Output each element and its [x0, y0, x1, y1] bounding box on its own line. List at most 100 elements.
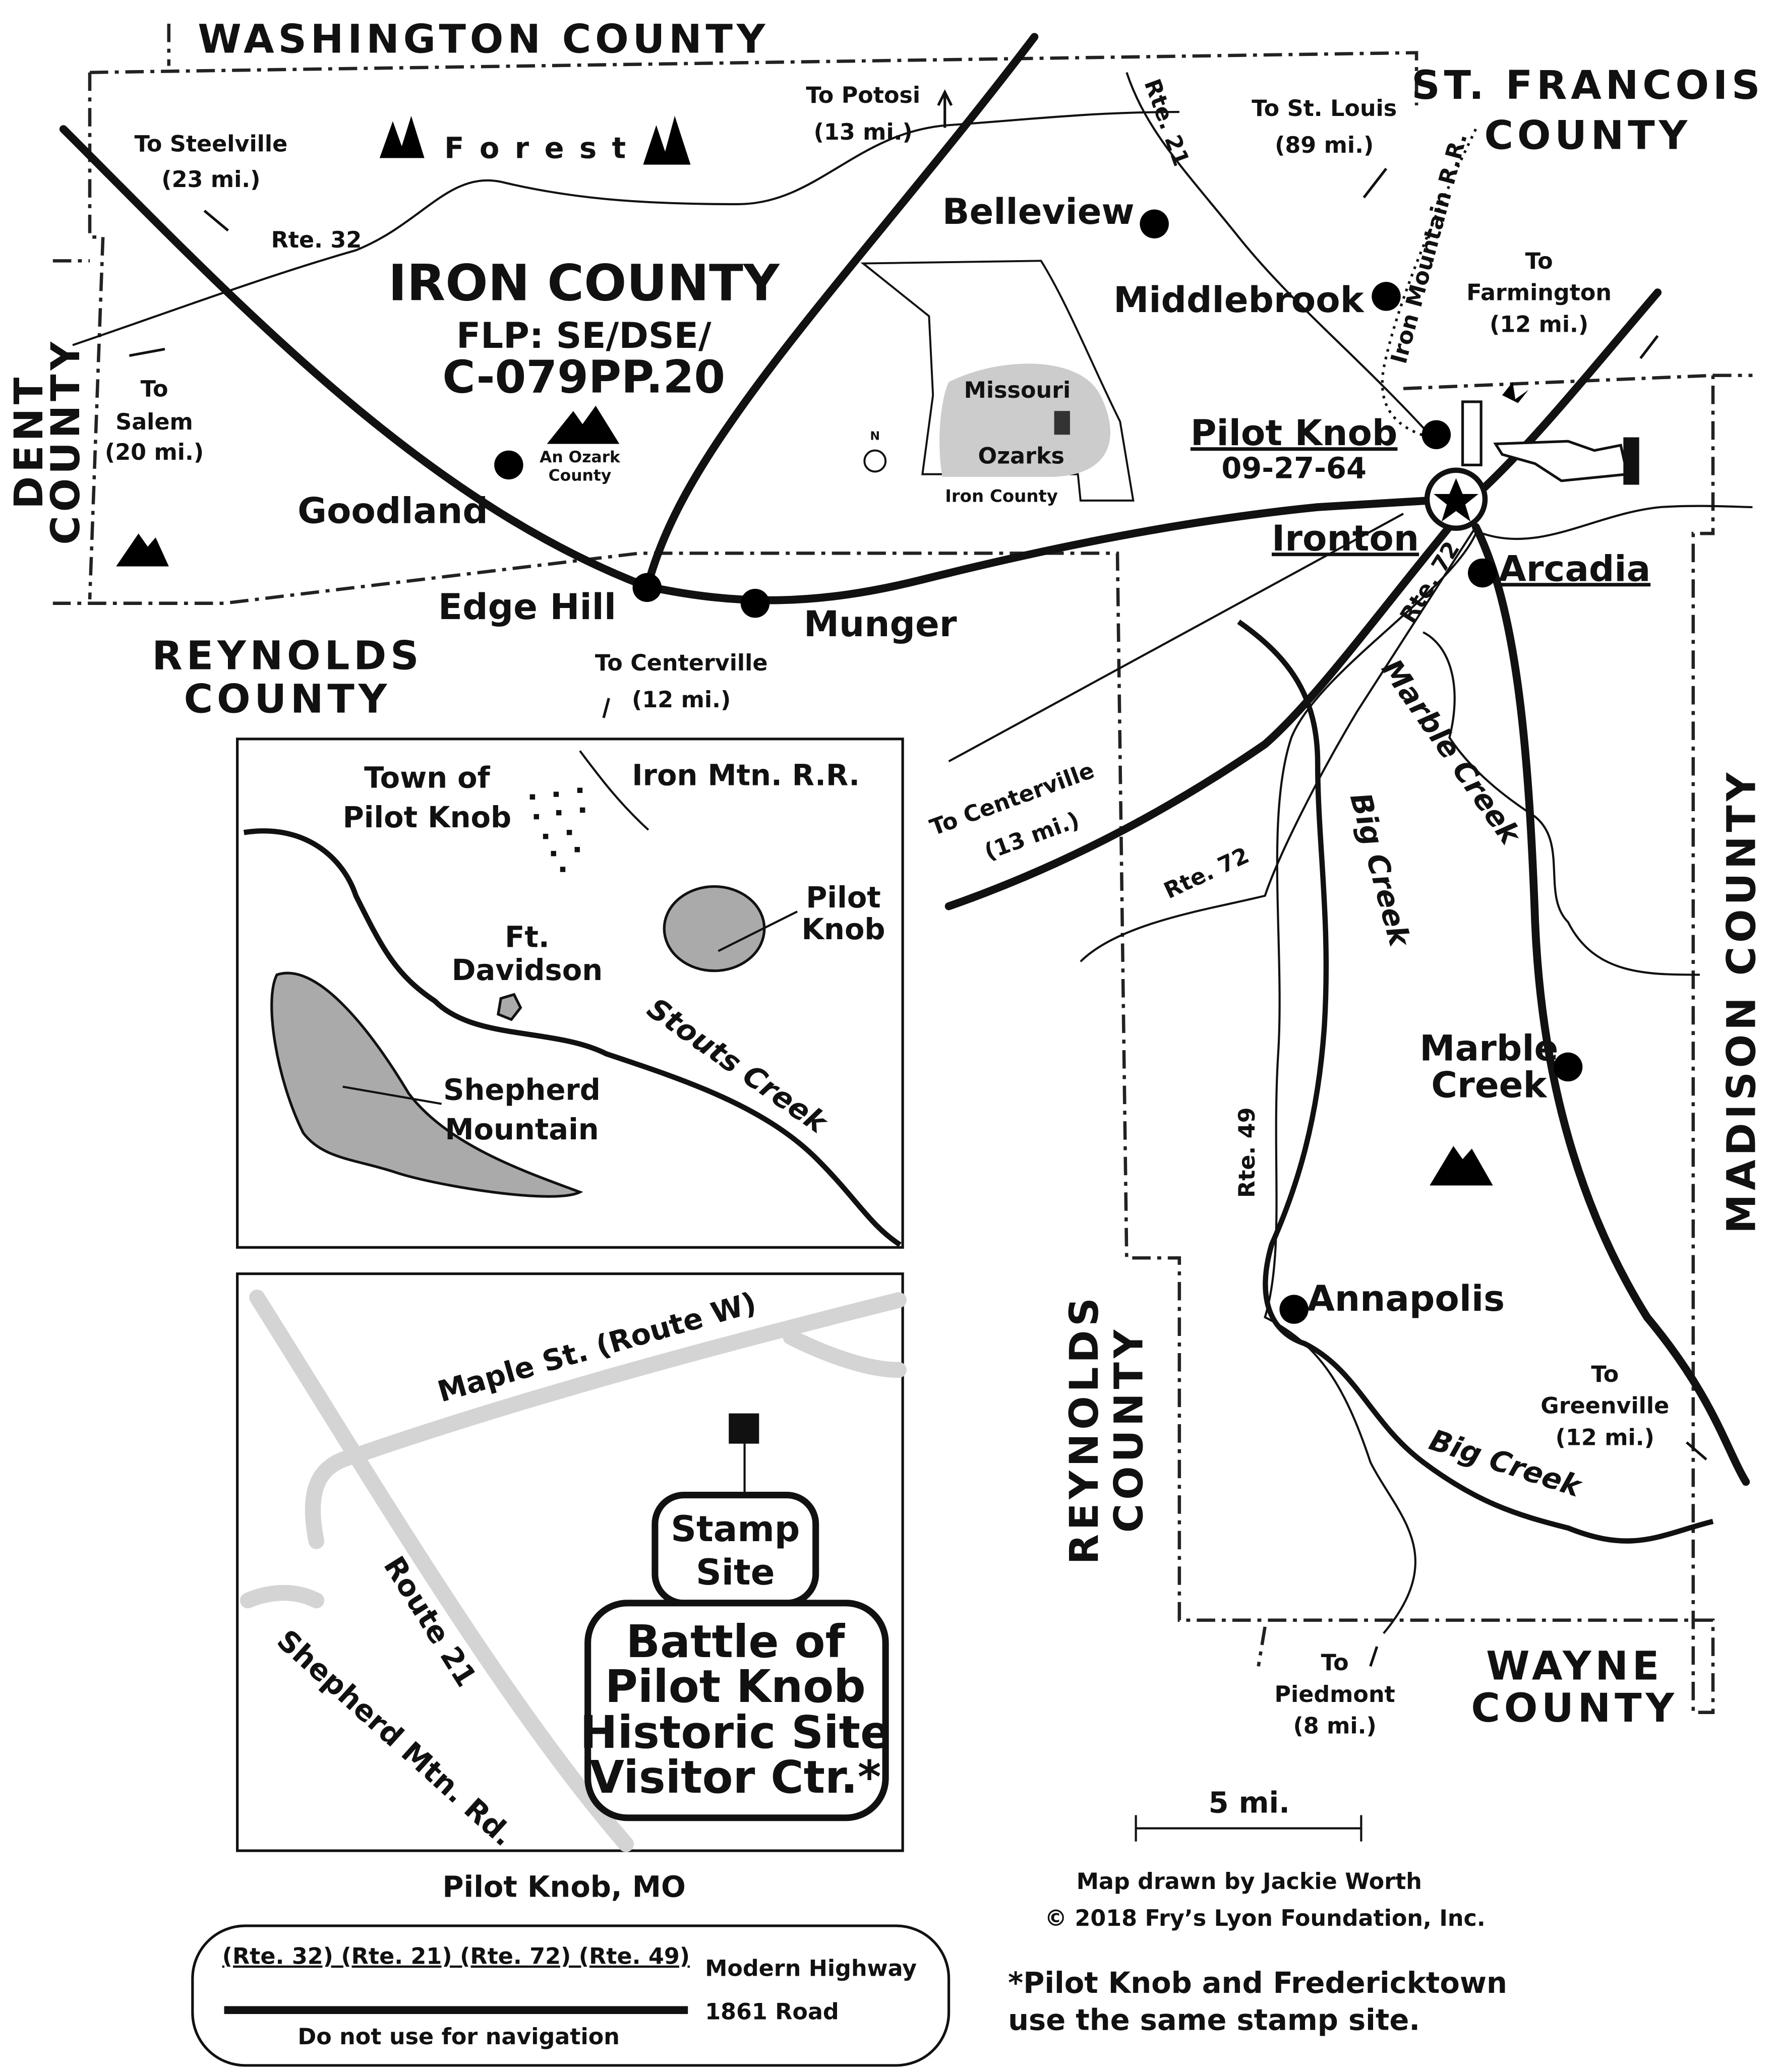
- town-dots: [529, 787, 585, 872]
- towns-arcadia-label: Arcadia: [1499, 548, 1650, 589]
- tree-icon: [379, 115, 691, 165]
- routes-rte32-label: Rte. 32: [271, 227, 362, 253]
- creek-marble: [1422, 631, 1700, 976]
- reynolds-county-side-label-2: COUNTY: [1106, 1326, 1152, 1533]
- directions-steelville-2-label: (23 mi.): [161, 167, 260, 193]
- highway-rte-72: [1080, 526, 1477, 962]
- inset1-knob-2-label: Knob: [802, 912, 885, 946]
- credit-author: Map drawn by Jackie Worth: [1077, 1869, 1422, 1895]
- directions-salem-3-label: (20 mi.): [105, 440, 204, 465]
- creeks-marble-label: Marble Creek: [1375, 653, 1528, 852]
- towns-munger-label: Munger: [804, 603, 957, 645]
- washington-county-label: WASHINGTON COUNTY: [198, 17, 769, 63]
- compass-icon: [863, 449, 887, 473]
- county-code-1: FLP: SE/DSE/: [456, 315, 711, 356]
- stouts-creek: [243, 828, 902, 1247]
- fort-icon: [497, 993, 522, 1021]
- direction-arrows: [129, 89, 1707, 1667]
- town-labels: Belleview Middlebrook Pilot Knob 09-27-6…: [298, 191, 1650, 1319]
- reynolds-county-side-label: REYNOLDS: [1061, 1294, 1107, 1564]
- towns-annapolis-label: Annapolis: [1307, 1278, 1505, 1319]
- wayne-county-label: WAYNE: [1486, 1643, 1663, 1689]
- inset1-fort-2-label: Davidson: [452, 953, 603, 987]
- directions-centerville12-1-label: To Centerville: [595, 650, 768, 676]
- reynolds-county-label-2: COUNTY: [184, 677, 391, 722]
- legend-box: [191, 1924, 951, 2067]
- north-label: N: [870, 429, 880, 443]
- inset2-visitor-1-label: Battle of: [626, 1616, 845, 1668]
- inset2-stamp-2-label: Site: [696, 1552, 775, 1593]
- inset2-stamp-1-label: Stamp: [671, 1508, 800, 1550]
- madison-county-label: MADISON COUNTY: [1719, 769, 1765, 1234]
- town-markers: [494, 209, 1583, 1324]
- dent-county-label-2: COUNTY: [43, 338, 89, 545]
- pilot-knob-inset: [236, 738, 904, 1249]
- highway-rte-32: [72, 111, 1179, 346]
- routes-rte72b-label: Rte. 72: [1160, 842, 1253, 904]
- pilot-knob-shape: [663, 885, 766, 972]
- missouri-inset: Missouri Ozarks Iron County N: [860, 260, 1135, 506]
- road-1861-potosi: [641, 33, 1039, 597]
- directions-centerville12-2-label: (12 mi.): [632, 687, 731, 713]
- road-1861-farmington: [944, 288, 1662, 910]
- st-francois-label-2: COUNTY: [1484, 112, 1691, 158]
- directions-farmington-2-label: Farmington: [1466, 280, 1612, 306]
- directions-farmington-1-label: To: [1525, 249, 1553, 274]
- inset1-town-1-label: Town of: [364, 761, 491, 795]
- ozarks-label: Ozarks: [978, 444, 1064, 469]
- directions-salem-1-label: To: [141, 376, 168, 402]
- explosion-icon: [1502, 382, 1529, 403]
- st-francois-label: ST. FRANCOIS: [1411, 63, 1764, 108]
- highway-rte-49: [1264, 533, 1477, 1634]
- inset2-visitor-2-label: Pilot Knob: [605, 1661, 866, 1713]
- road-1861-steelville: [59, 125, 1477, 604]
- directions-stlouis-1-label: To St. Louis: [1252, 96, 1397, 121]
- directions-steelville-1-label: To Steelville: [135, 131, 288, 157]
- dent-county-label: DENT: [6, 374, 52, 509]
- inset1-railroad-label: Iron Mtn. R.R.: [632, 758, 860, 792]
- inset-leaders: [342, 750, 798, 1105]
- ozark-county-label-2: County: [549, 467, 612, 485]
- inset1-labels: Town of Pilot Knob Iron Mtn. R.R. Pilot …: [343, 758, 885, 1146]
- arrow-center-line: [948, 513, 1404, 763]
- footnote-1: *Pilot Knob and Fredericktown: [1008, 1966, 1507, 2000]
- stamp-marker: [729, 1413, 759, 1444]
- inset1-knob-1-label: Pilot: [806, 881, 880, 915]
- legend-warning: Do not use for navigation: [298, 2024, 620, 2050]
- county-code-2: C-079PP.20: [442, 351, 725, 403]
- highway-rte-21: [1125, 72, 1431, 436]
- inset1-town-2-label: Pilot Knob: [343, 801, 512, 834]
- towns-edge-hill-label: Edge Hill: [438, 586, 616, 628]
- routes-railroad-label: Iron Mountain R.R.: [1386, 131, 1472, 367]
- missouri-label: Missouri: [964, 378, 1071, 403]
- directions-greenville-1-label: To: [1591, 1362, 1619, 1387]
- directions-greenville-2-label: Greenville: [1540, 1393, 1669, 1419]
- routes-rte21-label: Rte. 21: [1139, 76, 1194, 169]
- directions-greenville-3-label: (12 mi.): [1556, 1425, 1654, 1450]
- inset1-fort-1-label: Ft.: [505, 921, 550, 954]
- directions-potosi-1-label: To Potosi: [806, 83, 920, 108]
- directions-piedmont-2-label: Piedmont: [1274, 1682, 1395, 1708]
- directions-piedmont-3-label: (8 mi.): [1293, 1713, 1376, 1739]
- towns-belleview-label: Belleview: [942, 191, 1135, 232]
- creeks-big-1-label: Big Creek: [1343, 789, 1417, 952]
- directions-stlouis-2-label: (89 mi.): [1275, 133, 1374, 158]
- towns-middlebrook-label: Middlebrook: [1113, 279, 1365, 321]
- towns-pilot-knob-label: Pilot Knob: [1191, 412, 1398, 454]
- towns-marble-creek-2-label: Creek: [1431, 1064, 1548, 1106]
- wayne-county-label-2: COUNTY: [1471, 1685, 1678, 1731]
- footnote-2: use the same stamp site.: [1008, 2003, 1420, 2037]
- iron-county-inset-label: Iron County: [945, 486, 1058, 506]
- routes-rte49-label: Rte. 49: [1234, 1107, 1260, 1198]
- railroad: [1381, 128, 1477, 439]
- inset1-mountain-2-label: Mountain: [445, 1113, 599, 1146]
- ozark-county-label: An Ozark: [540, 448, 621, 466]
- towns-marble-creek-1-label: Marble: [1419, 1027, 1558, 1069]
- towns-pilot-knob-date-label: 09-27-64: [1221, 451, 1367, 485]
- inset1-mountain-1-label: Shepherd: [443, 1073, 601, 1107]
- legend-modern-label: Modern Highway: [705, 1956, 917, 1981]
- big-creek: [1237, 619, 1714, 1544]
- towns-goodland-label: Goodland: [298, 490, 488, 531]
- legend-modern-routes: (Rte. 32) (Rte. 21) (Rte. 72) (Rte. 49): [222, 1944, 690, 1970]
